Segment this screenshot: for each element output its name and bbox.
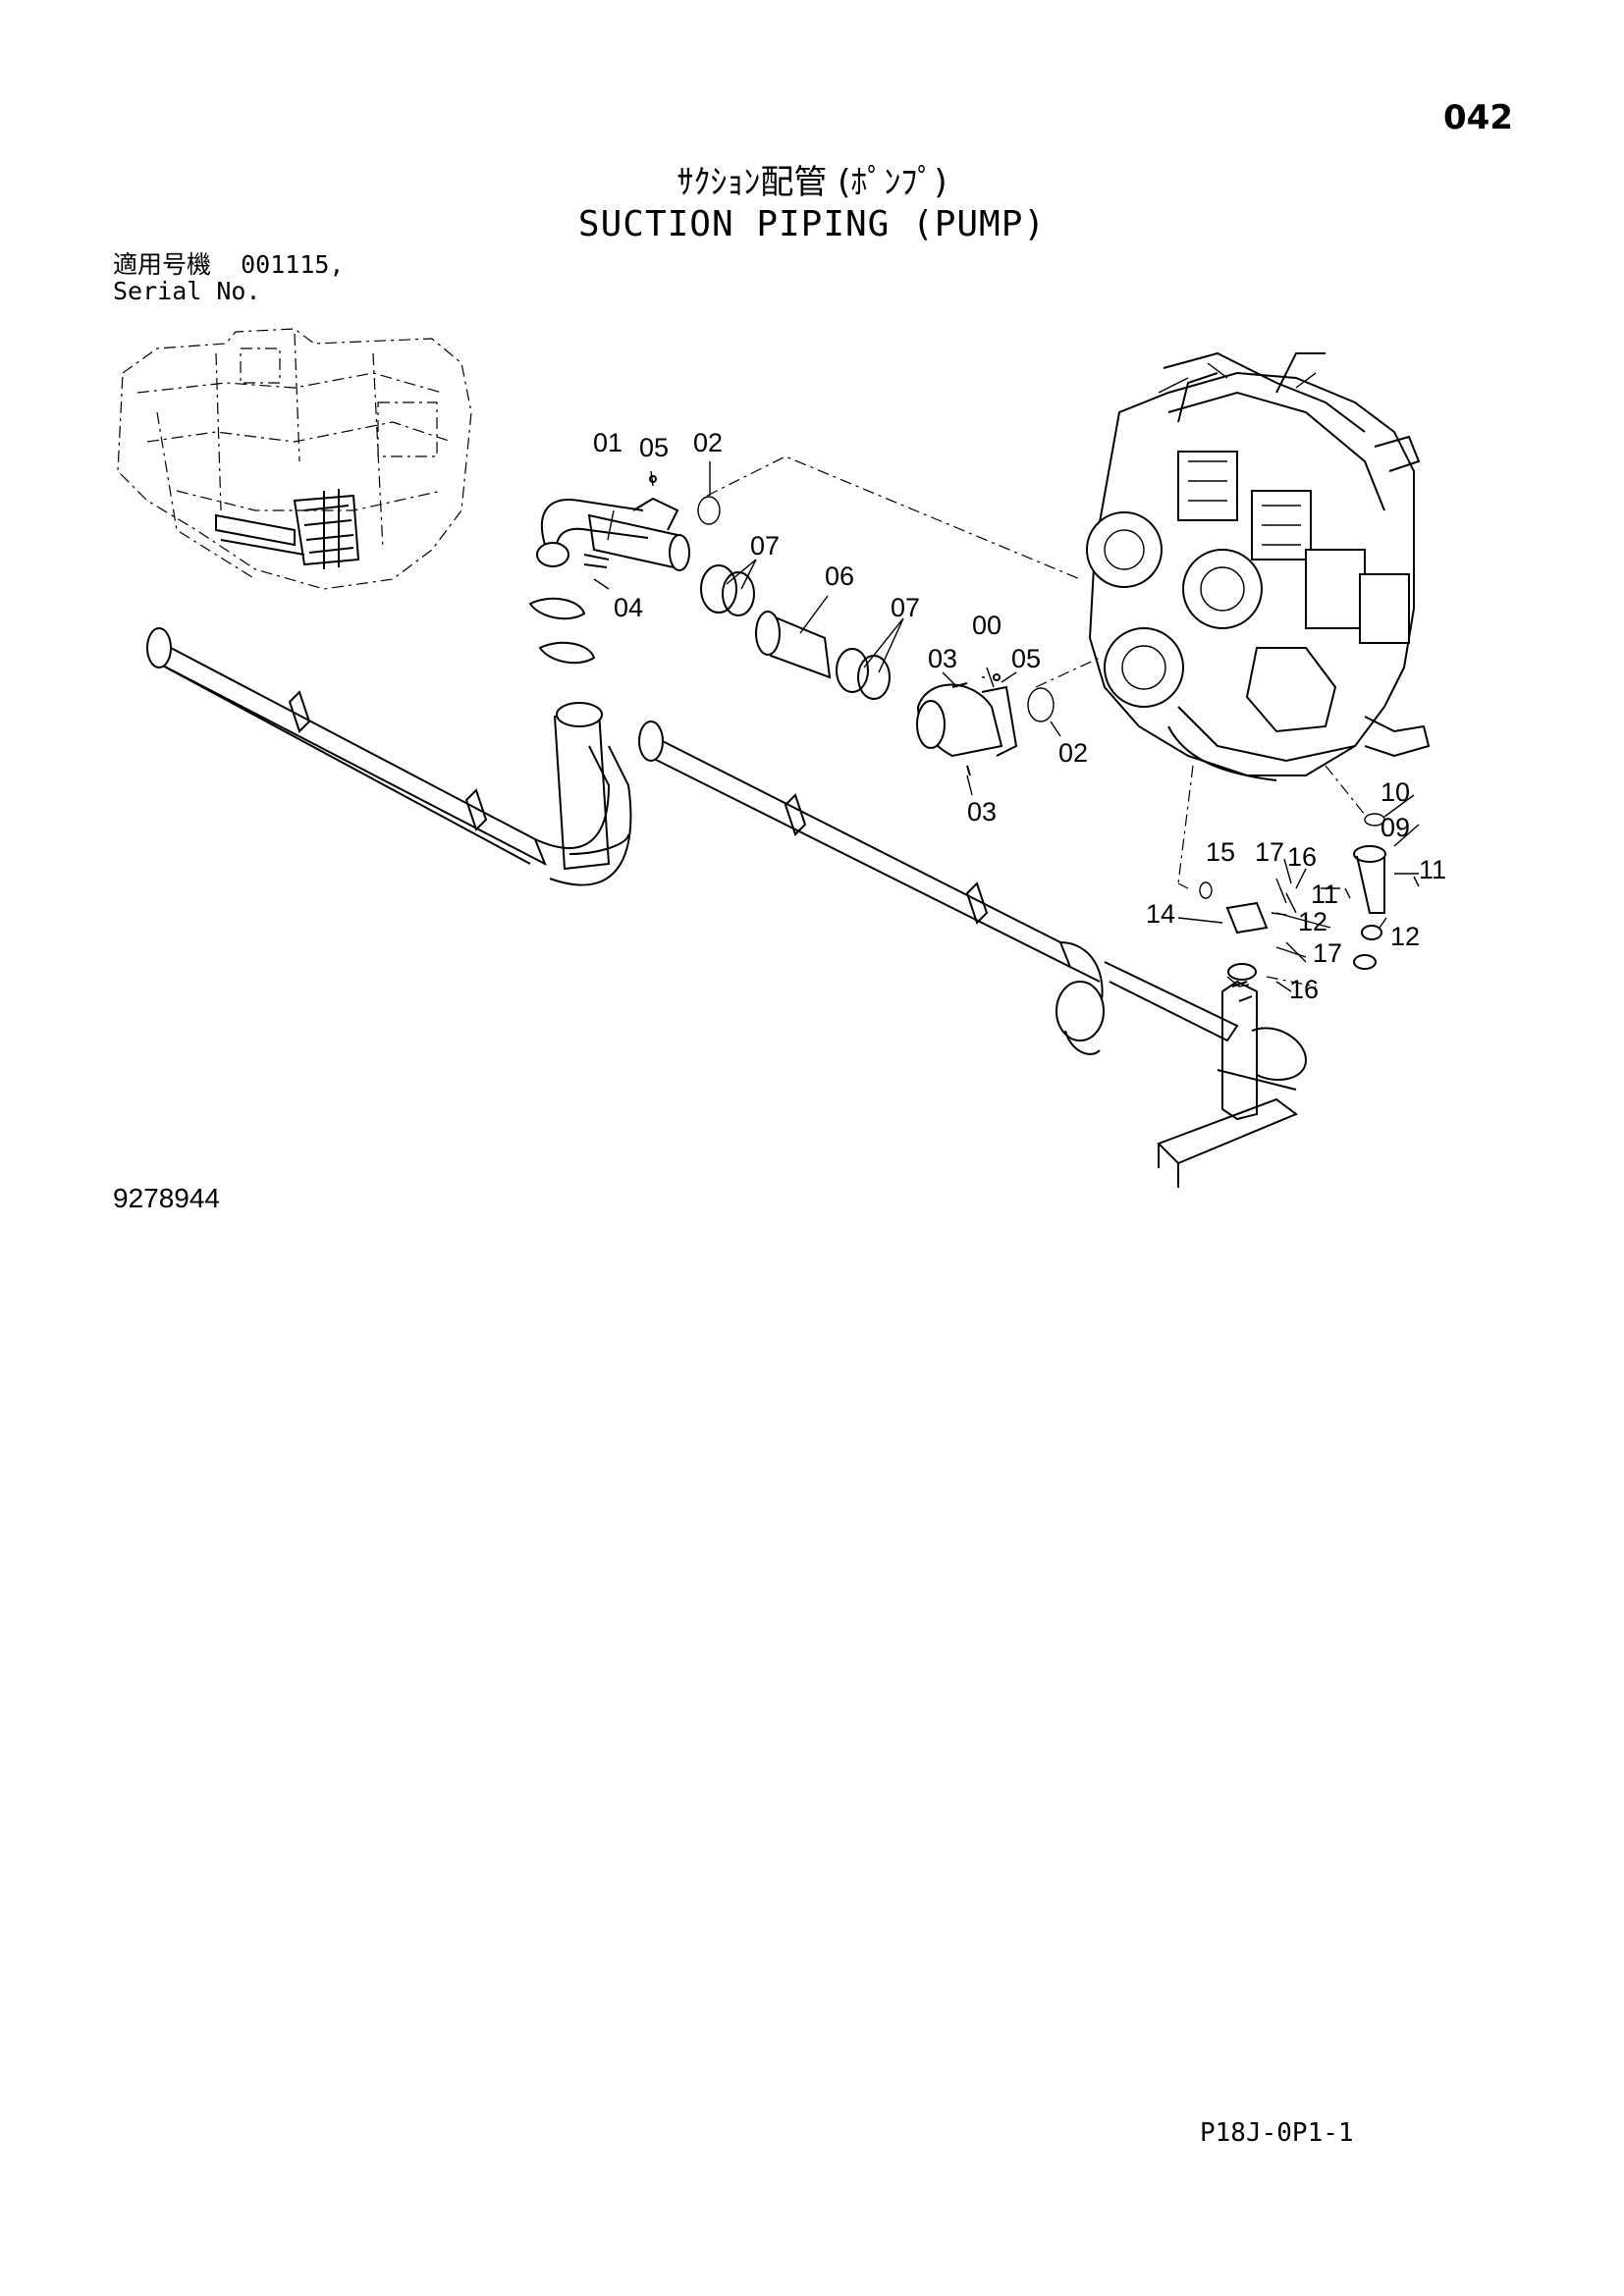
drawing-number: 9278944 xyxy=(113,1183,221,1213)
callout-06: 06 xyxy=(825,561,854,591)
machine-locator-thumbnail xyxy=(117,328,472,590)
serial-value: 001115, xyxy=(241,250,345,279)
suction-pipe-left xyxy=(536,475,721,571)
serial-row: 適用号機 001115, xyxy=(113,251,344,278)
page-title-english: SUCTION PIPING (PUMP) xyxy=(577,204,1047,244)
page-code: P18J-0P1-1 xyxy=(1200,2118,1354,2148)
suction-pipe-long-left xyxy=(146,627,632,886)
page-title-japanese: ｻｸｼｮﾝ配管 (ﾎﾟﾝﾌﾟ) xyxy=(677,163,947,202)
callout-00: 00 xyxy=(972,611,1001,640)
hose-and-clamps xyxy=(528,564,891,700)
callout-02: 02 xyxy=(1058,738,1088,768)
serial-block: 適用号機 001115, Serial No. xyxy=(113,251,344,304)
leader-lines xyxy=(593,455,1420,992)
callout-07: 07 xyxy=(750,531,780,561)
callout-16: 16 xyxy=(1289,975,1319,1004)
page-number: 042 xyxy=(1443,98,1513,137)
callout-12: 12 xyxy=(1298,907,1327,936)
callout-15: 15 xyxy=(1206,837,1235,867)
callout-05: 05 xyxy=(1011,644,1041,673)
serial-label-japanese: 適用号機 xyxy=(113,250,212,279)
main-pump-assembly xyxy=(1086,351,1431,781)
callout-01: 01 xyxy=(593,428,623,457)
callout-11: 11 xyxy=(1419,855,1446,884)
serial-label-english: Serial No. xyxy=(113,277,261,305)
callout-07: 07 xyxy=(891,593,920,622)
callout-12: 12 xyxy=(1390,922,1420,951)
callout-03: 03 xyxy=(967,797,997,827)
callout-14: 14 xyxy=(1146,899,1175,929)
suction-pipe-long-right xyxy=(638,721,1239,1055)
callout-16: 16 xyxy=(1287,842,1317,872)
callout-05: 05 xyxy=(639,433,669,462)
callout-09: 09 xyxy=(1380,813,1410,842)
callout-02: 02 xyxy=(693,428,723,457)
callout-17: 17 xyxy=(1255,837,1284,867)
callout-04: 04 xyxy=(614,593,643,622)
callout-11: 11 xyxy=(1311,880,1338,909)
callout-03: 03 xyxy=(928,644,957,673)
suction-elbow-right xyxy=(916,673,1055,776)
callout-labels: 01 05 02 07 04 06 07 00 03 05 02 03 10 0… xyxy=(593,428,1446,1004)
callout-10: 10 xyxy=(1380,777,1410,807)
pipe-support-stand xyxy=(1157,980,1308,1188)
callout-17: 17 xyxy=(1313,938,1342,968)
